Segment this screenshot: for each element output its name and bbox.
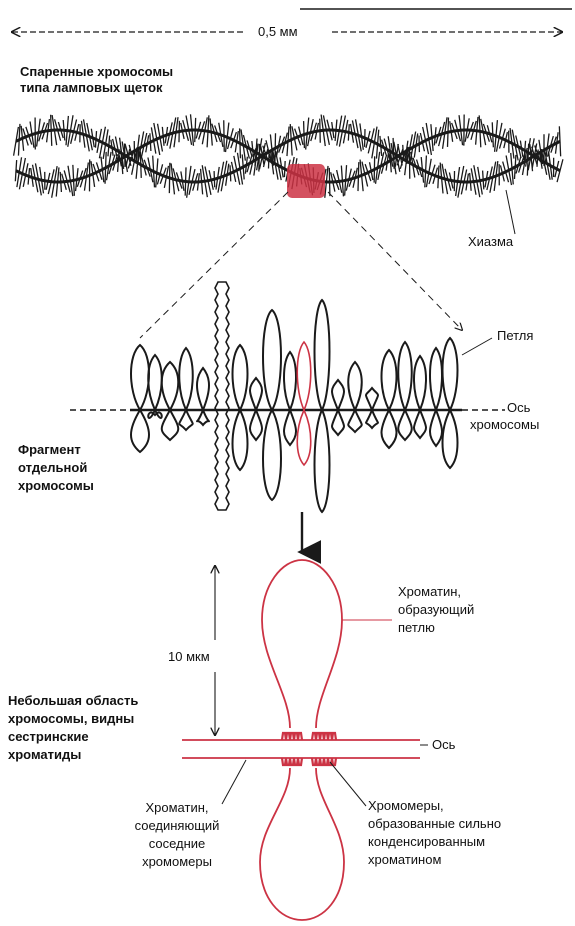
lampbrush-loop: [414, 356, 426, 438]
lampbrush-loop: [131, 345, 149, 452]
loop-chromatin-label-line1: Хроматин,: [398, 584, 461, 600]
chiasma-pointer: [506, 190, 515, 234]
chiasma-highlight: [287, 164, 325, 198]
connecting-chromatin-line4: хромомеры: [112, 854, 242, 870]
zoom-line-left: [140, 192, 288, 338]
axis-label-line1: Ось: [507, 400, 530, 416]
region-label-line2: хромосомы, видны: [8, 711, 134, 727]
lampbrush-loop: [284, 352, 296, 445]
region-label-line4: хроматиды: [8, 747, 81, 763]
lampbrush-loop: [332, 380, 344, 435]
scale-label-10um: 10 мкм: [168, 649, 210, 665]
connecting-chromatin-line1: Хроматин,: [112, 800, 242, 816]
lampbrush-loop: [366, 388, 378, 428]
region-label-line1: Небольшая область: [8, 693, 138, 709]
axis-label-bottom: Ось: [432, 737, 455, 753]
chromomeres-label-line3: конденсированным: [368, 834, 485, 850]
lampbrush-loop: [382, 350, 397, 448]
fragment-loops: [131, 282, 458, 512]
lampbrush-loop: [348, 362, 362, 432]
chromomeres-label-line2: образованные сильно: [368, 816, 501, 832]
lampbrush-loop: [430, 348, 442, 446]
lampbrush-loop: [162, 362, 179, 440]
fragment-label-line1: Фрагмент: [18, 442, 81, 458]
region-label-line3: сестринские: [8, 729, 89, 745]
lampbrush-loop: [263, 310, 281, 500]
zoom-line-right: [328, 192, 462, 330]
lampbrush-loop: [315, 300, 330, 512]
lampbrush-loop: [148, 355, 162, 418]
chromomeres-label-line4: хроматином: [368, 852, 441, 868]
lampbrush-loop: [215, 282, 229, 510]
lampbrush-loop: [233, 345, 248, 470]
paired-chromosomes: [14, 114, 563, 198]
fragment-label-line3: хромосомы: [18, 478, 94, 494]
lampbrush-loop: [398, 342, 412, 440]
connecting-chromatin-pointer: [222, 760, 246, 804]
connecting-chromatin-line2: соединяющий: [112, 818, 242, 834]
loop-pointer: [462, 338, 492, 355]
connecting-chromatin-line3: соседние: [112, 836, 242, 852]
paired-chromosomes-title-line2: типа ламповых щеток: [20, 80, 163, 96]
lampbrush-loop: [443, 338, 458, 468]
scale-label-0-5mm: 0,5 мм: [258, 24, 298, 40]
lampbrush-loop: [297, 342, 311, 465]
chromomeres-label-line1: Хромомеры,: [368, 798, 444, 814]
loop-label: Петля: [497, 328, 533, 344]
chiasma-label: Хиазма: [468, 234, 513, 250]
lampbrush-loop: [179, 348, 193, 430]
fragment-label-line2: отдельной: [18, 460, 87, 476]
axis-label-line2: хромосомы: [470, 417, 539, 433]
loop-chromatin-label-line3: петлю: [398, 620, 435, 636]
lampbrush-loop: [197, 368, 209, 425]
loop-chromatin-label-line2: образующий: [398, 602, 474, 618]
chromomeres-pointer: [330, 762, 366, 806]
paired-chromosomes-title-line1: Спаренные хромосомы: [20, 64, 173, 80]
